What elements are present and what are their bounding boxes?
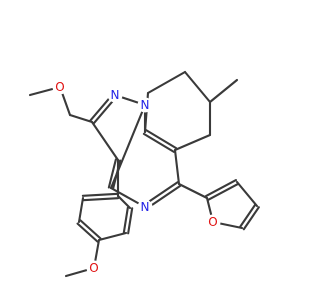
bond-Cf1-Cf2	[204, 179, 238, 198]
nitrogen-atom-label: N	[111, 88, 120, 102]
bond-Ph6-Ph1	[116, 194, 132, 210]
bond-layer	[28, 70, 260, 278]
atom-label-background	[52, 79, 68, 95]
bond-C4-Cf1	[177, 182, 209, 200]
bond-Ph1-Ph2	[81, 192, 119, 197]
bond-Cf3-Cf4	[239, 203, 257, 228]
bond-C5a-C9	[142, 132, 175, 153]
oxygen-atom-label-furan: O	[208, 215, 217, 229]
bond-C6-Me	[208, 78, 239, 104]
bond-C2-C3	[90, 120, 120, 162]
atom-label-background	[107, 87, 123, 103]
bond-C5a-C4	[173, 148, 181, 186]
bond-Cf2-Cf3	[235, 180, 259, 208]
nitrogen-atom-label: N	[141, 98, 150, 112]
atom-label-background	[137, 97, 153, 113]
bond-Cf1-Cf2	[206, 182, 240, 201]
bond-Ph5-Ph6	[122, 206, 129, 234]
molecule-structure-canvas: N N N O O O	[28, 70, 260, 278]
oxygen-atom-label-methoxymethyl: O	[55, 80, 64, 94]
bond-C5a-C9	[145, 129, 178, 150]
bond-Ph3-Ph4	[79, 219, 102, 240]
atom-label-background	[205, 214, 221, 230]
bond-Ph4-Ph5	[97, 231, 128, 242]
bond-C5-C5a	[173, 133, 212, 152]
atom-label-background	[86, 260, 102, 276]
bond-Cf3-Cf4	[242, 206, 260, 231]
bond-Ph5-Ph6	[127, 207, 134, 235]
bond-C2-CH2	[68, 113, 94, 124]
bond-C8-C7	[146, 70, 187, 95]
bond-C7-C6	[183, 70, 212, 104]
bond-Ph3-Ph4	[76, 222, 99, 243]
bond-Ph1-Ph2	[82, 197, 120, 202]
atom-label-layer: N N N O O O	[52, 79, 221, 276]
atom-label-background	[137, 199, 153, 215]
bond-C3-C3a	[107, 158, 117, 189]
nitrogen-atom-label: N	[141, 200, 150, 214]
bond-Ph2-Ph3	[77, 196, 85, 224]
oxygen-atom-label-methoxyphenyl: O	[89, 261, 98, 275]
